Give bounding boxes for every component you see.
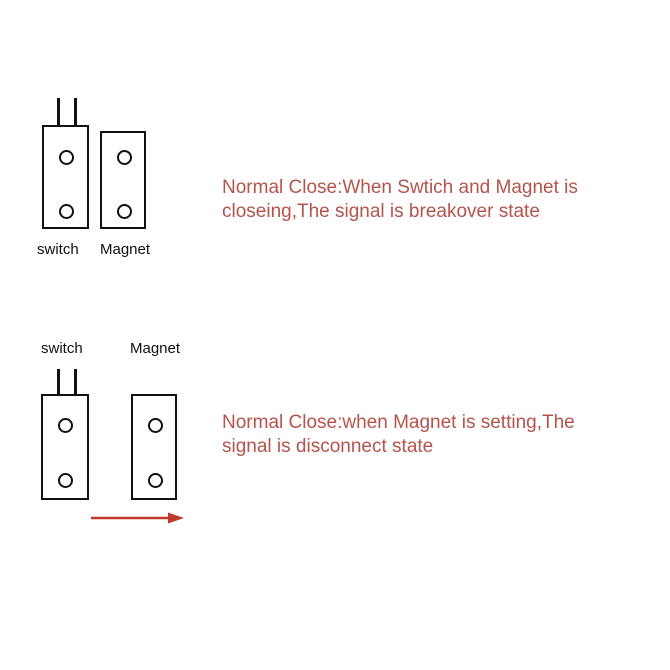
switch-lead-wire-left-2 (57, 369, 60, 396)
motion-arrow-icon (91, 512, 184, 524)
description-line-2: closeing,The signal is breakover state (222, 201, 540, 222)
description-line-4: signal is disconnect state (222, 436, 434, 457)
description-open-state: Normal Close:when Magnet is setting,The … (222, 411, 575, 459)
switch-lead-wire-right (74, 98, 77, 127)
description-line-3: Normal Close:when Magnet is setting,The (222, 412, 575, 433)
magnet-terminal-hole-bottom (117, 204, 132, 219)
magnet-body (100, 131, 146, 229)
switch-body-2 (41, 394, 89, 500)
switch-lead-wire-left (57, 98, 60, 127)
switch-label-2: switch (41, 340, 83, 357)
magnet-label-2: Magnet (130, 340, 181, 357)
description-line-1: Normal Close:When Swtich and Magnet is (222, 177, 578, 198)
magnet-terminal-hole-top-2 (148, 418, 163, 433)
switch-body (42, 125, 89, 229)
magnet-terminal-hole-top (117, 150, 132, 165)
magnet-terminal-hole-bottom-2 (148, 473, 163, 488)
switch-lead-wire-right-2 (74, 369, 77, 396)
description-closed-state: Normal Close:When Swtich and Magnet is c… (222, 176, 578, 224)
switch-terminal-hole-bottom-2 (58, 473, 73, 488)
switch-terminal-hole-bottom (59, 204, 74, 219)
switch-terminal-hole-top-2 (58, 418, 73, 433)
switch-label: switch (37, 241, 79, 258)
magnet-label: Magnet (100, 241, 151, 258)
magnet-body-2 (131, 394, 177, 500)
switch-terminal-hole-top (59, 150, 74, 165)
